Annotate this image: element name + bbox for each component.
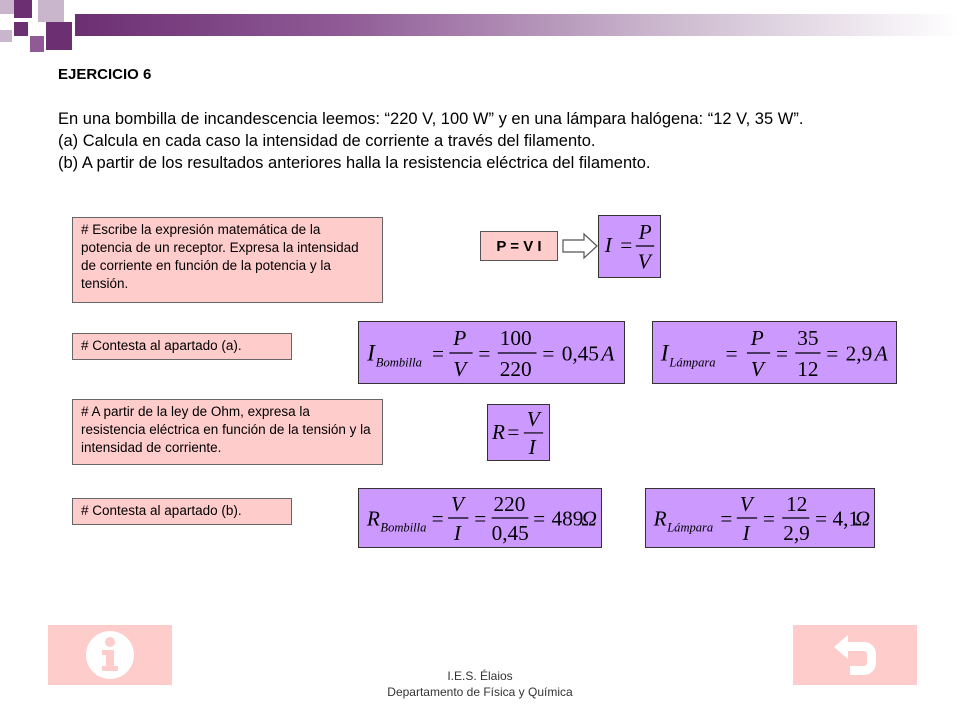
- svg-text:2,9: 2,9: [846, 342, 873, 366]
- svg-text:=: =: [533, 507, 545, 531]
- svg-text:12: 12: [797, 357, 818, 381]
- step-note: # Contesta al apartado (b).: [72, 498, 292, 525]
- svg-text:R: R: [491, 420, 505, 444]
- formula-numerator: P: [638, 220, 652, 244]
- svg-text:V: V: [751, 357, 767, 381]
- svg-text:=: =: [720, 507, 732, 531]
- svg-text:=: =: [826, 342, 838, 366]
- statement-line: En una bombilla de incandescencia leemos…: [58, 110, 804, 128]
- svg-text:35: 35: [797, 326, 818, 350]
- svg-text:=: =: [432, 507, 444, 531]
- intensity-formula: I = P V: [598, 215, 661, 278]
- svg-text:489: 489: [552, 507, 584, 531]
- svg-text:Bombilla: Bombilla: [380, 521, 426, 535]
- footer-department: Departamento de Física y Química: [387, 685, 573, 699]
- return-arrow-icon: [834, 635, 876, 675]
- svg-text:V: V: [527, 407, 542, 431]
- svg-text:V: V: [453, 357, 469, 381]
- power-formula: P = V I: [480, 231, 558, 261]
- step-note: # A partir de la ley de Ohm, expresa la …: [72, 399, 383, 465]
- svg-text:R: R: [366, 507, 380, 531]
- svg-text:=: =: [726, 342, 738, 366]
- statement-line: (a) Calcula en cada caso la intensidad d…: [58, 132, 596, 150]
- bombilla-resistance-formula: R Bombilla = V I = 220 0,45 = 489 Ω: [358, 488, 602, 548]
- svg-text:=: =: [474, 507, 486, 531]
- svg-text:=: =: [776, 342, 788, 366]
- svg-text:=: =: [507, 420, 519, 444]
- resistance-formula: R = V I: [487, 404, 550, 461]
- svg-text:Bombilla: Bombilla: [376, 356, 422, 370]
- svg-text:A: A: [873, 342, 889, 366]
- svg-text:220: 220: [494, 492, 526, 516]
- exercise-title: EJERCICIO 6: [58, 66, 152, 83]
- svg-text:I: I: [528, 435, 537, 459]
- formula-lhs: I: [604, 233, 613, 257]
- svg-text:P: P: [452, 326, 466, 350]
- svg-text:A: A: [599, 342, 615, 366]
- lampara-intensity-formula: I Lámpara = P V = 35 12 = 2,9 A: [652, 321, 897, 384]
- svg-text:Lámpara: Lámpara: [668, 356, 715, 370]
- svg-text:12: 12: [786, 492, 807, 516]
- statement-line: (b) A partir de los resultados anteriore…: [58, 154, 651, 172]
- footer-school: I.E.S. Élaios: [447, 669, 513, 683]
- right-arrow-icon: [562, 232, 598, 260]
- step-note: # Contesta al apartado (a).: [72, 333, 292, 360]
- svg-text:I: I: [453, 521, 462, 545]
- formula-denominator: V: [638, 249, 654, 273]
- svg-text:I: I: [660, 341, 670, 367]
- svg-text:0,45: 0,45: [562, 342, 599, 366]
- step-note: # Escribe la expresión matemática de la …: [72, 217, 383, 303]
- svg-text:P: P: [750, 326, 764, 350]
- problem-statement: En una bombilla de incandescencia leemos…: [58, 108, 938, 174]
- svg-text:R: R: [653, 507, 667, 531]
- svg-text:V: V: [740, 492, 756, 516]
- lampara-resistance-formula: R Lámpara = V I = 12 2,9 = 4,1 Ω: [645, 488, 875, 548]
- svg-text:=: =: [815, 507, 827, 531]
- svg-text:=: =: [763, 507, 775, 531]
- svg-text:I: I: [366, 341, 376, 367]
- svg-text:4,1: 4,1: [833, 507, 860, 531]
- svg-text:V: V: [451, 492, 467, 516]
- svg-text:100: 100: [500, 326, 532, 350]
- svg-text:Ω: Ω: [582, 507, 597, 531]
- svg-text:=: =: [542, 342, 554, 366]
- svg-text:Lámpara: Lámpara: [666, 521, 713, 535]
- svg-text:I: I: [742, 521, 751, 545]
- svg-text:2,9: 2,9: [783, 521, 810, 545]
- svg-text:=: =: [432, 342, 444, 366]
- bombilla-intensity-formula: I Bombilla = P V = 100 220 = 0,45 A: [358, 321, 625, 384]
- svg-text:=: =: [620, 233, 632, 257]
- svg-text:220: 220: [500, 357, 532, 381]
- info-icon: [86, 631, 134, 679]
- info-button[interactable]: [48, 625, 172, 685]
- svg-text:0,45: 0,45: [492, 521, 529, 545]
- return-button[interactable]: [793, 625, 917, 685]
- svg-text:Ω: Ω: [855, 507, 870, 531]
- svg-text:=: =: [478, 342, 490, 366]
